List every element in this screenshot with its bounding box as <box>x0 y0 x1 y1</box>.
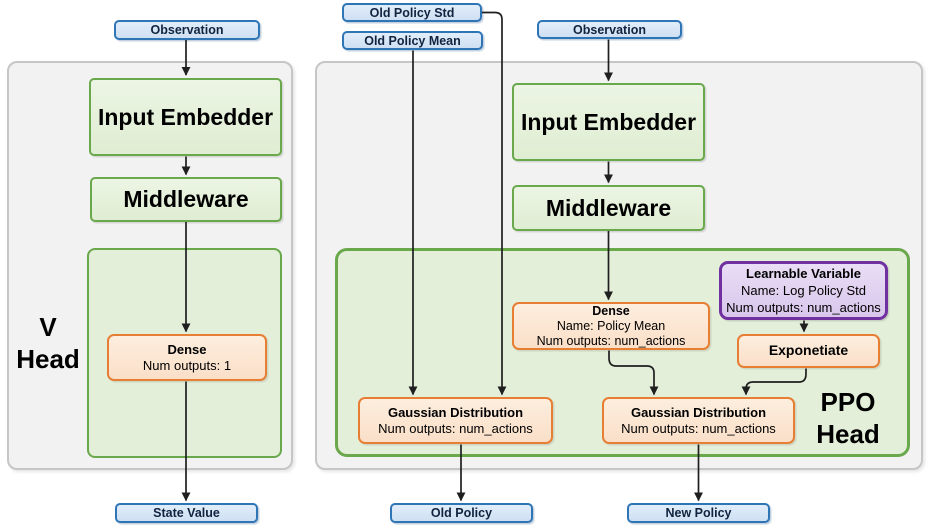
node-observation-v: Observation <box>114 20 260 40</box>
dense-ppo-title: Dense <box>592 303 630 318</box>
node-state-value: State Value <box>115 503 258 523</box>
node-old-policy: Old Policy <box>390 503 533 523</box>
node-gaussian-distribution-old: Gaussian Distribution Num outputs: num_a… <box>358 397 553 444</box>
ppo-head-label-line2: Head <box>816 419 880 449</box>
ppo-head-label: PPO Head <box>802 386 894 450</box>
v-head-label-line2: Head <box>16 344 80 374</box>
gaussian-new-title: Gaussian Distribution <box>630 405 767 420</box>
dense-v-title: Dense <box>167 342 207 357</box>
node-exponetiate: Exponetiate <box>737 334 880 368</box>
ppo-head-label-line1: PPO <box>820 387 876 417</box>
exponetiate-title: Exponetiate <box>768 342 849 359</box>
node-learnable-variable: Learnable Variable Name: Log Policy Std … <box>719 261 888 320</box>
v-head-label-line1: V <box>39 312 57 342</box>
node-old-policy-mean: Old Policy Mean <box>342 31 483 50</box>
node-dense-ppo: Dense Name: Policy Mean Num outputs: num… <box>512 302 710 350</box>
node-gaussian-distribution-new: Gaussian Distribution Num outputs: num_a… <box>602 397 795 444</box>
node-observation-ppo: Observation <box>537 20 682 39</box>
node-dense-v: Dense Num outputs: 1 <box>107 334 267 381</box>
learnable-variable-name: Name: Log Policy Std <box>740 283 866 298</box>
node-old-policy-std: Old Policy Std <box>342 3 482 22</box>
gaussian-old-title: Gaussian Distribution <box>387 405 524 420</box>
gaussian-old-outputs: Num outputs: num_actions <box>378 420 533 436</box>
v-head-label: V Head <box>8 311 88 375</box>
node-new-policy: New Policy <box>627 503 770 523</box>
dense-v-outputs: Num outputs: 1 <box>142 357 232 373</box>
learnable-variable-outputs: Num outputs: num_actions <box>726 300 881 315</box>
learnable-variable-title: Learnable Variable <box>746 266 861 281</box>
node-middleware-v: Middleware <box>90 177 282 222</box>
node-middleware-ppo: Middleware <box>512 185 705 231</box>
node-input-embedder-v: Input Embedder <box>89 78 282 156</box>
gaussian-new-outputs: Num outputs: num_actions <box>621 420 776 436</box>
dense-ppo-name: Name: Policy Mean <box>556 318 666 333</box>
node-input-embedder-ppo: Input Embedder <box>512 83 705 161</box>
dense-ppo-outputs: Num outputs: num_actions <box>536 333 686 348</box>
